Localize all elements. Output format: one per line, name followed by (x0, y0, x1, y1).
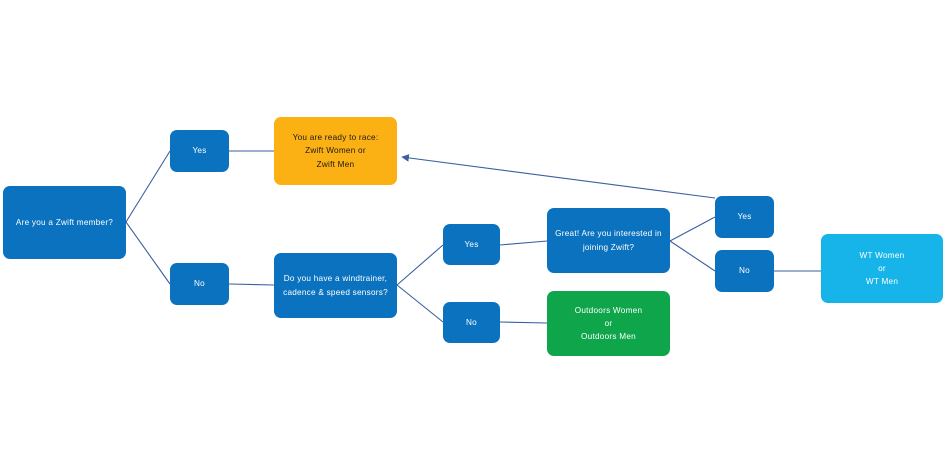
node-label-line-1: You are ready to race: (292, 133, 379, 143)
node-label: No (739, 266, 750, 276)
node-no-member[interactable]: No (170, 263, 229, 305)
node-yes-gear[interactable]: Yes (443, 224, 500, 265)
node-label-line-2: Zwift Women or (305, 146, 366, 156)
node-label-line-1: Great! Are you interested in (555, 229, 662, 239)
node-label-line-2: or (878, 263, 886, 273)
node-label-line-2: cadence & speed sensors? (283, 287, 388, 297)
node-outdoors-result[interactable]: Outdoors Women or Outdoors Men (547, 291, 670, 356)
node-no-join[interactable]: No (715, 250, 774, 292)
edge-windtrainer-to-no (396, 284, 444, 323)
node-label: Are you a Zwift member? (15, 217, 114, 227)
node-label: Yes (464, 239, 479, 249)
node-label-line-2: or (604, 318, 613, 328)
edge-member-to-no (125, 221, 171, 285)
node-no-gear[interactable]: No (443, 302, 500, 343)
node-yes-join[interactable]: Yes (715, 196, 774, 238)
node-label: Yes (192, 146, 207, 156)
edge-windtrainer-to-yes (396, 244, 444, 286)
node-yes-member[interactable]: Yes (170, 130, 229, 172)
node-label: Yes (737, 212, 752, 222)
node-label-line-1: Outdoors Women (574, 305, 643, 315)
edge-no-to-windtrainer (228, 283, 275, 286)
node-ready-to-race[interactable]: You are ready to race: Zwift Women or Zw… (274, 117, 397, 185)
node-member-question[interactable]: Are you a Zwift member? (3, 186, 126, 259)
node-windtrainer-question[interactable]: Do you have a windtrainer, cadence & spe… (274, 253, 397, 318)
node-join-zwift-question[interactable]: Great! Are you interested in joining Zwi… (547, 208, 670, 273)
node-label-line-3: Zwift Men (316, 159, 355, 169)
edge-yes-to-great (499, 240, 548, 246)
node-label-line-3: Outdoors Men (581, 332, 636, 342)
node-label-line-2: joining Zwift? (582, 242, 635, 252)
node-label-line-3: WT Men (865, 277, 899, 287)
edge-great-to-yes (669, 216, 716, 242)
edge-member-to-yes (125, 150, 171, 223)
node-wt-result[interactable]: WT Women or WT Men (821, 234, 943, 303)
node-label-line-1: WT Women (859, 250, 905, 260)
edge-no-to-outdoors (499, 321, 548, 324)
node-label: No (194, 279, 205, 289)
node-label: No (466, 317, 477, 327)
node-label-line-1: Do you have a windtrainer, (283, 274, 388, 284)
edge-great-to-no (669, 240, 716, 272)
edge-yes-join-to-ready (401, 154, 716, 199)
